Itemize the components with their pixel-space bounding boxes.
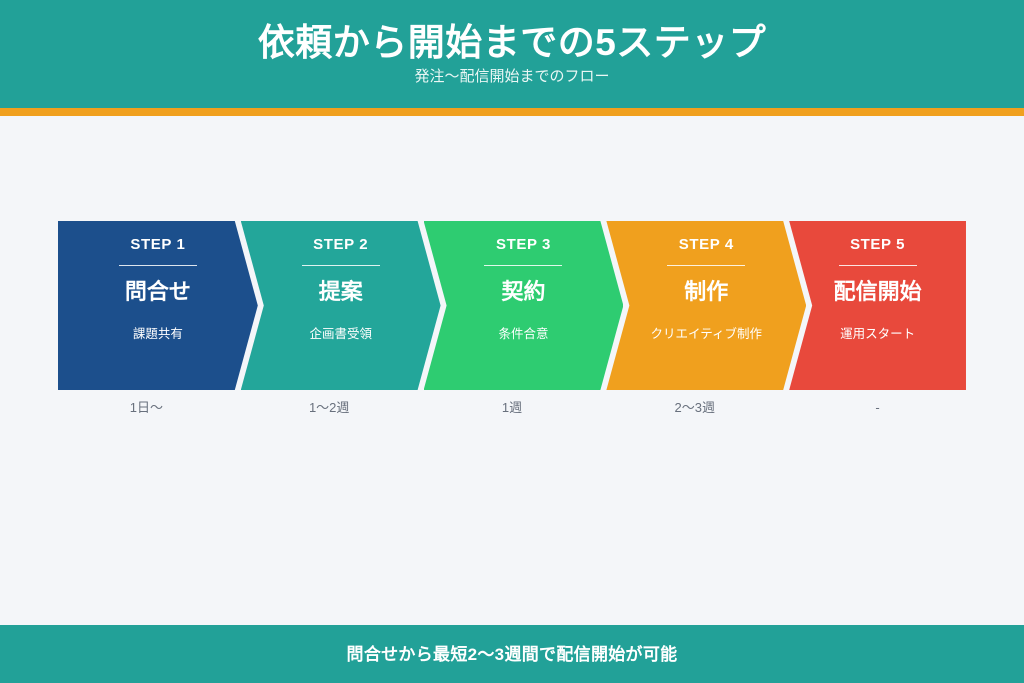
step-card-1[interactable]: STEP 1 問合せ課題共有 — [58, 221, 258, 390]
step-title-2: 提案 — [318, 279, 363, 304]
accent-divider-bar — [0, 108, 1024, 116]
step-label-4: STEP 4 — [678, 236, 734, 253]
step-divider-3 — [484, 265, 563, 266]
step-duration-2: 1〜2週 — [308, 400, 350, 415]
step-description-3: 条件合意 — [498, 327, 549, 341]
page-title: 依頼から開始までの5ステップ — [257, 22, 767, 64]
step-duration-5: - — [875, 400, 880, 415]
step-divider-5 — [838, 265, 917, 266]
step-description-2: 企画書受領 — [309, 327, 372, 341]
step-title-5: 配信開始 — [833, 279, 922, 304]
footer-banner: 問合せから最短2〜3週間で配信開始が可能 — [0, 625, 1024, 683]
step-card-3[interactable]: STEP 3 契約条件合意 — [423, 221, 624, 390]
step-duration-4: 2〜3週 — [674, 400, 716, 415]
step-description-4: クリエイティブ制作 — [650, 327, 763, 341]
page-subtitle: 発注〜配信開始までのフロー — [414, 68, 610, 86]
step-title-3: 契約 — [501, 279, 546, 304]
step-duration-row: 1日〜 1〜2週 1週 2〜3週 - — [58, 400, 966, 426]
footer-summary-text: 問合せから最短2〜3週間で配信開始が可能 — [346, 644, 678, 664]
step-label-5: STEP 5 — [850, 236, 906, 253]
step-card-5[interactable]: STEP 5 配信開始運用スタート — [789, 221, 966, 390]
step-divider-2 — [301, 265, 380, 266]
step-card-2[interactable]: STEP 2 提案企画書受領 — [240, 221, 441, 390]
step-duration-1: 1日〜 — [129, 400, 164, 415]
step-card-4[interactable]: STEP 4 制作クリエイティブ制作 — [606, 221, 807, 390]
step-description-5: 運用スタート — [840, 327, 916, 341]
step-description-1: 課題共有 — [132, 327, 183, 341]
step-duration-3: 1週 — [501, 400, 523, 415]
step-label-1: STEP 1 — [130, 236, 186, 253]
step-label-3: STEP 3 — [495, 236, 551, 253]
step-label-2: STEP 2 — [313, 236, 369, 253]
header-banner: 依頼から開始までの5ステップ 発注〜配信開始までのフロー — [0, 0, 1024, 108]
step-divider-1 — [118, 265, 197, 266]
step-divider-4 — [667, 265, 746, 266]
step-title-4: 制作 — [684, 279, 729, 304]
step-title-1: 問合せ — [124, 279, 191, 304]
